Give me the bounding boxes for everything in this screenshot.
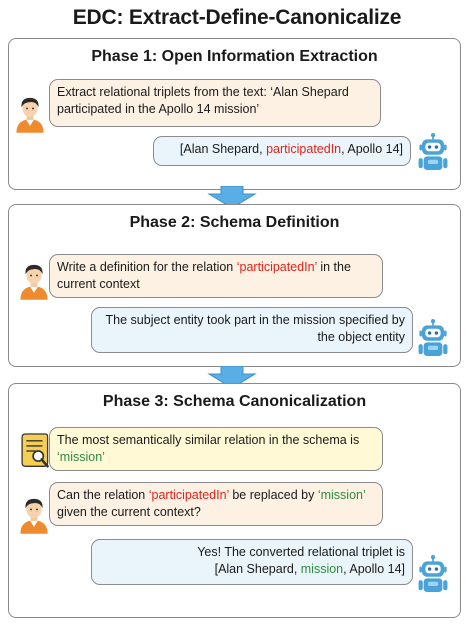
phase2-user-bubble: Write a definition for the relation ‘par…	[49, 254, 383, 298]
robot-icon	[416, 132, 450, 174]
phase2-panel: Phase 2: Schema Definition Write a defin…	[8, 204, 461, 367]
person-avatar-icon	[17, 262, 51, 300]
phase3-retriever-text-pre: The most semantically similar relation i…	[57, 433, 360, 447]
robot-icon	[416, 318, 450, 360]
phase1-bot-bubble: [Alan Shepard, participatedIn, Apollo 14…	[153, 136, 411, 166]
phase3-bot-bubble: Yes! The converted relational triplet is…	[91, 539, 413, 585]
phase3-user-text-pre: Can the relation	[57, 488, 149, 502]
diagram-title: EDC: Extract-Define-Canonicalize	[72, 6, 402, 29]
phase1-bot-text-pre: [Alan Shepard,	[179, 142, 267, 156]
phase3-relation: ‘participatedIn’	[148, 488, 229, 502]
phase3-title: Phase 3: Schema Canonicalization	[102, 393, 367, 410]
phase3-user-text-post: given the current context?	[57, 505, 201, 519]
phase2-title: Phase 2: Schema Definition	[129, 214, 340, 231]
phase3-bot-text-post: , Apollo 14]	[343, 562, 405, 576]
phase2-user-text-pre: Write a definition for the relation	[57, 260, 237, 274]
robot-icon	[416, 554, 450, 596]
phase1-panel: Phase 1: Open Information Extraction Ext…	[8, 38, 461, 190]
phase1-relation: participatedIn	[266, 142, 342, 156]
phase3-panel: Phase 3: Schema Canonicalization The mos…	[8, 383, 461, 618]
phase1-user-bubble: Extract relational triplets from the tex…	[49, 79, 381, 127]
phase2-bot-bubble: The subject entity took part in the miss…	[91, 307, 413, 353]
phase1-title: Phase 1: Open Information Extraction	[91, 48, 378, 65]
phase2-relation: ‘participatedIn’	[236, 260, 317, 274]
phase3-bot-line1: Yes! The converted relational triplet is	[197, 545, 405, 559]
phase3-bot-text-pre: [Alan Shepard,	[214, 562, 301, 576]
phase3-converted-relation: mission	[300, 562, 344, 576]
phase3-retriever-bubble: The most semantically similar relation i…	[49, 427, 383, 471]
person-avatar-icon	[17, 496, 51, 534]
phase2-user-text-post: in the current context	[57, 260, 351, 291]
phase3-schema-relation: ‘mission’	[317, 488, 366, 502]
person-avatar-icon	[13, 95, 47, 133]
phase3-user-text-mid: be replaced by	[228, 488, 318, 502]
phase3-schema-relation: ‘mission’	[57, 450, 105, 464]
document-search-icon	[17, 432, 51, 470]
phase3-user-bubble: Can the relation ‘participatedIn’ be rep…	[49, 482, 383, 526]
phase1-bot-text-post: , Apollo 14]	[341, 142, 403, 156]
